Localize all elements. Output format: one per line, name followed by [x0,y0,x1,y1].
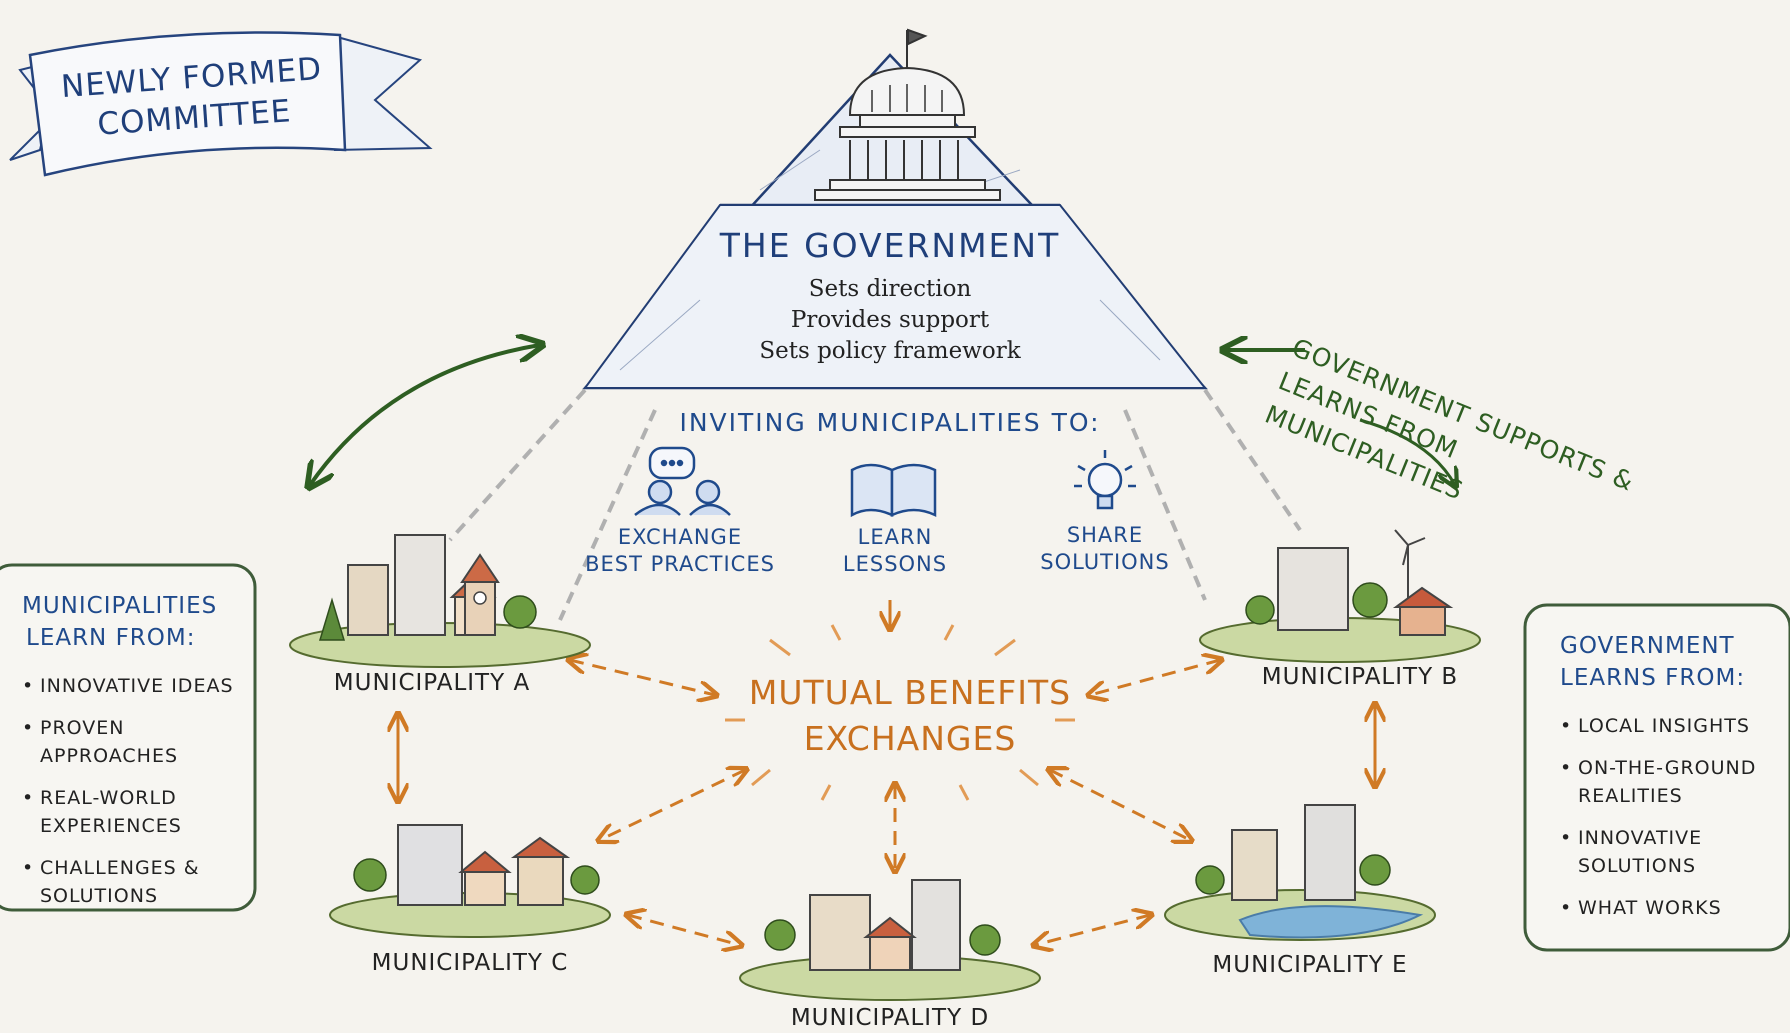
right-box-title-1: GOVERNMENT [1560,633,1735,659]
right-item-2-line-2: REALITIES [1578,785,1683,807]
municipality-b-label: MUNICIPALITY B [1261,664,1459,690]
inviting-heading: INVITING MUNICIPALITIES TO: [679,408,1101,437]
right-item-3-line-2: SOLUTIONS [1578,855,1696,877]
capitol-building-icon [814,28,1001,201]
left-item-4-line-2: SOLUTIONS [40,885,158,907]
lightbulb-icon [1074,450,1136,510]
municipality-b-town-icon [1199,529,1481,663]
action-share-label: SHARE SOLUTIONS [995,522,1215,576]
action-exchange-line-1: EXCHANGE [617,525,743,549]
right-box-item-3: INNOVATIVE SOLUTIONS [1560,824,1775,880]
right-box-item-2: ON-THE-GROUND REALITIES [1560,754,1775,810]
left-item-2-line-1: PROVEN APPROACHES [40,717,179,767]
mutual-line-1: MUTUAL BENEFITS [748,673,1072,712]
left-item-3-line-2: EXPERIENCES [40,815,182,837]
municipality-c-town-icon [329,824,611,938]
action-exchange-line-2: BEST PRACTICES [585,552,775,576]
left-item-1-line-1: INNOVATIVE IDEAS [40,675,234,697]
government-learns-box: GOVERNMENT LEARNS FROM: LOCAL INSIGHTS O… [1560,630,1775,936]
municipalities-learn-box: MUNICIPALITIES LEARN FROM: INNOVATIVE ID… [22,590,247,924]
municipality-d-label: MUNICIPALITY D [790,1005,990,1031]
right-box-title-2: LEARNS FROM: [1560,665,1746,691]
action-learn-label: LEARN LESSONS [785,524,1005,578]
municipality-c-label: MUNICIPALITY C [371,950,569,976]
municipality-d-town-icon [739,879,1041,1001]
right-item-3-line-1: INNOVATIVE [1578,827,1703,849]
government-role-3: Sets policy framework [759,338,1021,364]
right-item-1-line-1: LOCAL INSIGHTS [1578,715,1750,737]
gov-supports-arrow-out [1359,418,1455,485]
government-role-2: Provides support [790,307,990,333]
government-role-1: Sets direction [808,276,972,302]
gov-municipality-a-arrow [310,345,540,485]
government-title: THE GOVERNMENT [719,226,1061,265]
government-pyramid [582,53,1208,390]
right-box-item-4: WHAT WORKS [1560,894,1775,922]
mutual-line-2: EXCHANGES [803,719,1017,758]
right-box-item-1: LOCAL INSIGHTS [1560,712,1775,740]
committee-banner [9,31,433,177]
municipality-e-town-icon [1164,804,1436,941]
mutual-benefits-label: MUTUAL BENEFITS EXCHANGES [720,670,1100,762]
open-book-icon [850,463,937,518]
municipality-e-label: MUNICIPALITY E [1212,952,1408,978]
mutual-benefits-burst [725,624,1075,801]
left-box-item-4: CHALLENGES & SOLUTIONS [22,854,247,910]
action-share-line-1: SHARE [1066,523,1144,547]
action-share-line-2: SOLUTIONS [1040,550,1170,574]
action-learn-line-1: LEARN [857,525,933,549]
left-box-title-2: LEARN FROM: [26,625,196,651]
left-box-item-1: INNOVATIVE IDEAS [22,672,247,700]
left-item-4-line-1: CHALLENGES & [40,857,200,879]
municipality-a-label: MUNICIPALITY A [333,670,531,696]
left-box-item-2: PROVEN APPROACHES [22,714,247,770]
exchange-arrows [398,660,1375,945]
people-chat-icon [634,446,731,516]
left-box-item-3: REAL-WORLD EXPERIENCES [22,784,247,840]
right-item-4-line-1: WHAT WORKS [1578,897,1722,919]
left-item-3-line-1: REAL-WORLD [40,787,177,809]
municipality-a-town-icon [289,534,591,668]
left-box-title-1: MUNICIPALITIES [22,593,218,619]
right-item-2-line-1: ON-THE-GROUND [1578,757,1757,779]
action-exchange-label: EXCHANGE BEST PRACTICES [570,524,790,578]
action-learn-line-2: LESSONS [842,552,948,576]
